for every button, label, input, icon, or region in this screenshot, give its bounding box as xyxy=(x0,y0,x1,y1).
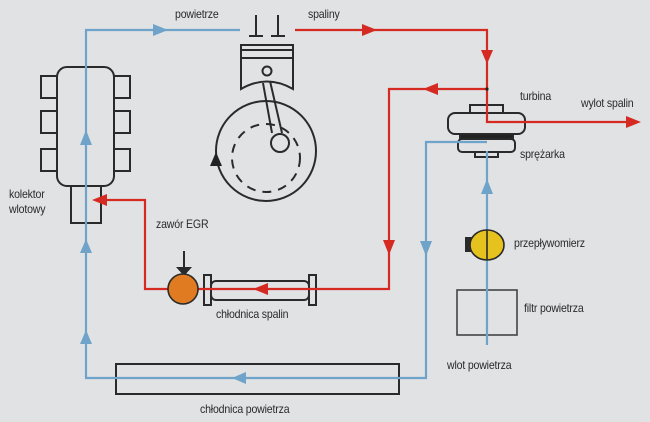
egr-valve xyxy=(167,251,199,305)
exhaust-arrow-left-icon xyxy=(92,194,107,206)
label-exhaust-cooler: chłodnica spalin xyxy=(216,307,289,321)
label-intake-manifold-1: kolektor xyxy=(9,187,45,201)
air-arrow-up-icon xyxy=(481,179,493,194)
label-intake-manifold-2: wlotowy xyxy=(9,202,46,216)
label-exhaust: spaliny xyxy=(308,7,340,21)
junction-dot xyxy=(485,87,489,91)
label-air: powietrze xyxy=(175,7,219,21)
label-compressor: sprężarka xyxy=(520,147,565,161)
air-arrow-down-icon xyxy=(420,241,432,256)
rotation-arrow-icon xyxy=(210,152,222,166)
engine-cylinder xyxy=(215,15,317,202)
air-arrow-up-icon xyxy=(80,130,92,145)
label-air-filter: filtr powietrza xyxy=(524,301,584,315)
air-arrow-right-icon xyxy=(153,24,168,36)
air-flow-path xyxy=(84,28,489,380)
label-air-inlet: wlot powietrza xyxy=(447,358,512,372)
label-egr-valve: zawór EGR xyxy=(156,217,209,231)
exhaust-arrow-left-icon xyxy=(423,83,438,95)
exhaust-arrow-down-icon xyxy=(383,240,395,255)
label-flowmeter: przepływomierz xyxy=(514,236,585,250)
label-exhaust-outlet: wylot spalin xyxy=(581,96,634,110)
exhaust-arrow-down-icon xyxy=(481,50,493,64)
connecting-rod xyxy=(262,82,273,134)
exhaust-arrow-left-icon xyxy=(253,283,268,295)
air-arrow-left-icon xyxy=(232,372,246,384)
exhaust-outlet-arrow-icon xyxy=(626,116,641,128)
crank-path xyxy=(231,123,301,193)
crank-pin xyxy=(270,133,290,153)
label-turbine: turbina xyxy=(520,89,552,103)
air-arrow-up-icon xyxy=(80,239,92,253)
label-intercooler: chłodnica powietrza xyxy=(200,402,290,416)
flowmeter xyxy=(465,229,505,261)
exhaust-arrow-right-icon xyxy=(362,24,377,36)
air-arrow-up-icon xyxy=(80,330,92,344)
crankshaft-wheel xyxy=(215,100,317,202)
